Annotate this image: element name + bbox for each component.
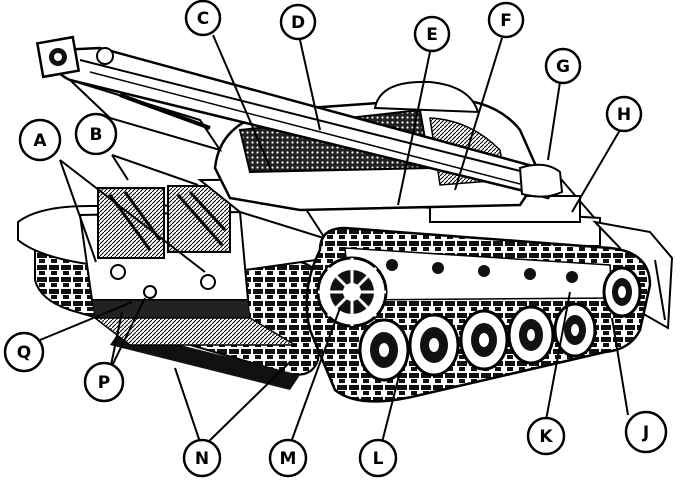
callout-L: L xyxy=(358,438,398,478)
callout-label-B: B xyxy=(90,125,103,145)
leader-lines xyxy=(39,34,629,451)
return-rollers xyxy=(386,259,578,283)
callout-label-Q: Q xyxy=(17,343,31,363)
idler-wheel xyxy=(602,266,642,318)
callout-label-J: J xyxy=(642,423,649,443)
road-wheel xyxy=(553,302,597,358)
callout-label-G: G xyxy=(556,57,570,77)
road-wheel xyxy=(358,318,410,382)
callout-Q: Q xyxy=(3,331,45,373)
callout-E: E xyxy=(413,15,451,53)
callout-A: A xyxy=(18,118,62,162)
road-wheel xyxy=(507,305,555,365)
road-wheels xyxy=(358,266,642,382)
engine-grille xyxy=(97,185,231,259)
main-gun xyxy=(35,35,564,200)
muzzle xyxy=(35,35,114,79)
callout-label-D: D xyxy=(291,13,305,33)
callout-label-C: C xyxy=(197,9,209,29)
callout-H: H xyxy=(605,95,643,133)
callout-M: M xyxy=(268,438,308,478)
callout-N: N xyxy=(182,438,222,478)
callout-label-M: M xyxy=(280,449,297,469)
callout-G: G xyxy=(544,47,582,85)
callout-J: J xyxy=(624,410,668,454)
callout-F: F xyxy=(487,1,525,39)
callout-label-K: K xyxy=(539,427,553,447)
callout-label-L: L xyxy=(373,449,384,469)
road-wheel xyxy=(408,313,460,377)
callout-label-H: H xyxy=(617,105,631,125)
callout-label-P: P xyxy=(98,373,110,393)
callout-P: P xyxy=(83,361,125,403)
callout-C: C xyxy=(184,0,222,37)
callout-label-E: E xyxy=(426,25,438,45)
drive-sprocket xyxy=(316,256,388,328)
callout-D: D xyxy=(279,3,317,41)
callout-B: B xyxy=(74,112,118,156)
road-wheel xyxy=(459,309,509,371)
callout-K: K xyxy=(526,416,566,456)
callout-label-N: N xyxy=(195,449,209,469)
callout-label-F: F xyxy=(500,11,512,31)
callout-label-A: A xyxy=(33,131,47,151)
rear-hull xyxy=(17,185,331,346)
